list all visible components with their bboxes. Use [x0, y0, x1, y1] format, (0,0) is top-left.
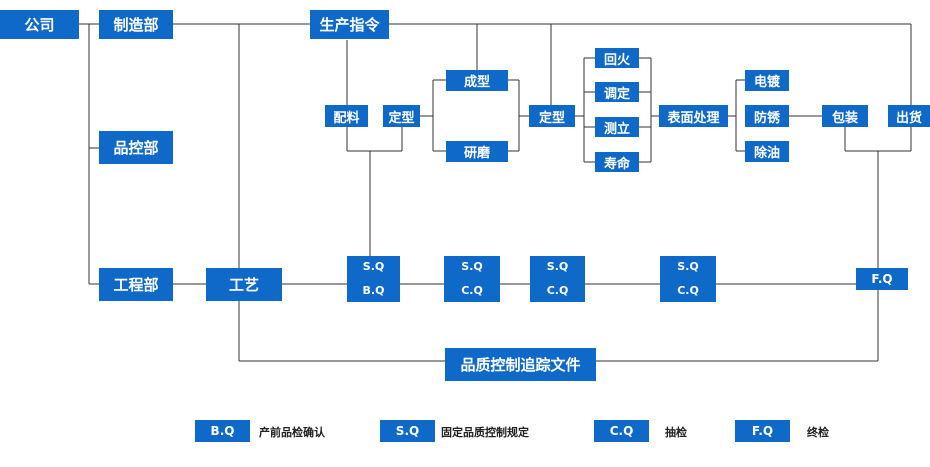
legend-code-bq: B.Q	[195, 420, 250, 442]
check-bottom-label-4: C.Q	[677, 284, 699, 297]
batching-box: 配料	[325, 105, 368, 127]
forming-box: 成型	[446, 70, 508, 91]
antirust-box: 防锈	[745, 105, 789, 127]
engineering-dept-label: 工程部	[113, 276, 159, 294]
check-bottom-label-2: C.Q	[461, 284, 483, 297]
check-bottom-label-3: C.Q	[546, 284, 569, 297]
batching-label: 配料	[333, 110, 360, 126]
life-test-box: 寿命	[595, 152, 639, 172]
check-box-1: S.Q B.Q	[347, 256, 400, 302]
tempering-label: 回火	[603, 52, 630, 68]
manufacturing-dept-label: 制造部	[113, 16, 159, 34]
company-box: 公司	[0, 10, 79, 39]
legend-code-label: C.Q	[609, 424, 634, 438]
packing-box: 包装	[822, 105, 868, 127]
legend-code-fq: F.Q	[735, 420, 790, 442]
tempering-box: 回火	[595, 48, 639, 68]
legend-code-label: F.Q	[751, 424, 774, 438]
check-box-3: S.Q C.Q	[530, 256, 585, 302]
legend-code-label: B.Q	[210, 424, 235, 438]
check-box-4: S.Q C.Q	[660, 256, 716, 302]
craft-box: 工艺	[206, 268, 282, 301]
surface-treatment-box: 表面处理	[659, 105, 728, 127]
legend-desc-bq: 产前品检确认	[259, 426, 325, 439]
shipping-box: 出货	[888, 105, 930, 127]
adjusting-box: 调定	[595, 82, 639, 102]
check-top-label-3: S.Q	[546, 260, 569, 273]
check-bottom-label-1: B.Q	[362, 284, 385, 297]
packing-label: 包装	[831, 110, 858, 126]
setting-label-1: 定型	[388, 110, 415, 126]
check-top-label-1: S.Q	[362, 260, 385, 273]
engineering-dept-box: 工程部	[99, 268, 173, 301]
legend-code-label: S.Q	[395, 424, 420, 438]
trace-document-box: 品质控制追踪文件	[445, 348, 596, 381]
degreasing-box: 除油	[745, 141, 789, 162]
measuring-label: 测立	[603, 121, 630, 137]
degreasing-label: 除油	[753, 146, 780, 161]
setting-box-2: 定型	[529, 105, 575, 127]
surface-treatment-label: 表面处理	[667, 110, 720, 126]
plating-label: 电镀	[753, 75, 780, 90]
life-test-label: 寿命	[603, 156, 630, 172]
quality-control-dept-box: 品控部	[99, 131, 173, 164]
final-check-label: F.Q	[871, 272, 893, 286]
grinding-box: 研磨	[446, 141, 508, 162]
check-box-2: S.Q C.Q	[444, 256, 500, 302]
forming-label: 成型	[463, 75, 490, 90]
legend-desc-fq: 终检	[807, 426, 829, 439]
setting-box-1: 定型	[383, 105, 420, 127]
setting-label-2: 定型	[538, 110, 565, 126]
check-top-label-4: S.Q	[677, 260, 699, 273]
legend-code-sq: S.Q	[380, 420, 435, 442]
plating-box: 电镀	[745, 70, 789, 91]
grinding-label: 研磨	[463, 146, 490, 161]
antirust-label: 防锈	[753, 110, 780, 126]
craft-label: 工艺	[228, 276, 259, 294]
shipping-label: 出货	[895, 110, 922, 126]
check-top-label-2: S.Q	[461, 260, 483, 273]
production-order-label: 生产指令	[319, 16, 380, 34]
quality-control-dept-label: 品控部	[113, 139, 159, 157]
company-label: 公司	[24, 16, 55, 34]
trace-document-label: 品质控制追踪文件	[460, 356, 581, 374]
legend-desc-cq: 抽检	[665, 426, 687, 439]
legend-code-cq: C.Q	[594, 420, 649, 442]
measuring-box: 测立	[595, 117, 639, 137]
manufacturing-dept-box: 制造部	[99, 10, 173, 39]
adjusting-label: 调定	[603, 86, 630, 102]
legend-desc-sq: 固定品质控制规定	[441, 426, 529, 439]
production-order-box: 生产指令	[310, 10, 389, 39]
final-check-box: F.Q	[856, 268, 908, 290]
